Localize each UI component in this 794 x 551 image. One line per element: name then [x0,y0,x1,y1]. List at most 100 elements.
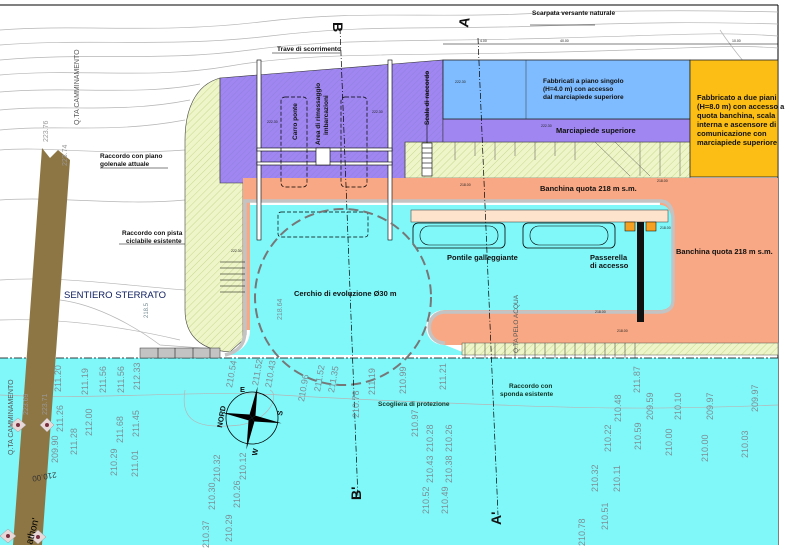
label-qta-camminamento-2: Q.TA CAMMINAMENTO [8,379,15,455]
svg-text:211.68: 211.68 [115,416,125,443]
svg-text:211.56: 211.56 [98,366,108,393]
label-carro-ponte: Carro ponte [292,103,299,140]
svg-text:210.28: 210.28 [425,424,435,452]
elev-pelo-acqua: 218.64 [277,298,284,320]
label-passerella: Passerella [590,253,628,262]
section-line-b [339,27,359,501]
svg-text:218.00: 218.00 [617,329,628,333]
label-scarpata: Scarpata versante naturale [532,10,615,17]
svg-text:210.96: 210.96 [296,373,311,402]
svg-text:210.26: 210.26 [444,424,454,452]
svg-text:210.12: 210.12 [238,452,248,480]
svg-text:211.45: 211.45 [131,410,141,437]
svg-text:218.00: 218.00 [595,310,606,314]
svg-text:quota banchina, scala: quota banchina, scala [697,111,776,120]
svg-text:209.97: 209.97 [705,392,715,420]
label-area-rimessaggio: Area di rimessaggio [315,83,322,145]
dim-label: 10.00 [732,39,741,43]
label-raccordo-golenale-2: golenale attuale [100,161,150,168]
svg-text:209.97: 209.97 [750,384,760,412]
svg-text:210.32: 210.32 [212,454,222,482]
terrain-contours [0,10,779,351]
label-scogliera: Scogliera di protezione [378,401,450,408]
svg-text:211.52: 211.52 [312,364,327,392]
svg-text:210.49: 210.49 [440,486,450,514]
river-water [0,358,778,545]
elev-label: 223.69 [23,393,30,415]
svg-text:210.11: 210.11 [612,465,622,492]
compass-w: W [250,447,260,456]
svg-text:210.22: 210.22 [603,424,613,452]
svg-text:212.33: 212.33 [132,362,142,390]
svg-text:210.38: 210.38 [444,455,454,483]
label-raccordo-ciclabile-2: ciclabile esistente [126,238,182,245]
svg-text:210.26: 210.26 [232,480,242,508]
compass-s: S [275,410,285,417]
quay-edge [243,199,675,345]
section-b-top: B [330,22,346,32]
label-raccordo-golenale: Raccordo con piano [100,153,163,160]
svg-text:218.00: 218.00 [660,226,671,230]
compass-e: E [240,385,245,394]
label-banchina-top: Banchina quota 218 m s.m. [540,184,637,193]
elev-sentiero: 218.5 [144,302,150,318]
north-label: NORD [215,404,228,428]
svg-text:209.90: 209.90 [50,435,60,463]
svg-text:210.10: 210.10 [673,392,683,420]
svg-text:222.30: 222.30 [541,124,552,128]
pontile-galleggiante [410,209,669,249]
quay-edge-corner [224,329,247,357]
label-marciapiede: Marciapiede superiore [556,126,636,135]
section-a-bottom: A' [488,512,504,525]
svg-text:210.97: 210.97 [410,409,420,437]
depth-soundings: 211.20 211.19 211.56 211.56 212.33 211.2… [50,358,760,548]
passerella [624,221,657,322]
trave-di-scorrimento [256,59,393,241]
svg-text:210.99: 210.99 [398,366,408,394]
svg-text:comunicazione con: comunicazione con [697,129,767,138]
spot-heights: 222.30 222.30 222.30 222.30 218.00 218.0… [231,80,671,333]
svg-text:(H=8.0 m) con accesso a: (H=8.0 m) con accesso a [697,102,785,111]
svg-text:210.03: 210.03 [740,430,750,458]
svg-text:211.28: 211.28 [69,428,79,455]
svg-text:218.00: 218.00 [657,179,668,183]
raccordo-sponda-area [461,342,779,356]
slope-upper [404,141,691,179]
svg-text:222.30: 222.30 [267,120,278,124]
stair-raccordo [421,72,433,177]
svg-text:209.59: 209.59 [645,392,655,420]
label-fabbricati-2: (H=4.0 m) con accesso [543,86,613,93]
label-banchina-right: Banchina quota 218 m s.m. [676,247,773,256]
svg-text:210.32: 210.32 [590,464,600,492]
access-steps [139,347,221,359]
label-qta-camminamento: Q.TA CAMMINAMENTO [74,49,81,125]
svg-text:210.59: 210.59 [633,422,643,450]
label-fabbricati: Fabbricati a piano singolo [543,78,624,85]
label-scala: Scala di raccordo [424,71,431,125]
turning-circle [254,208,432,386]
svg-text:210.52: 210.52 [421,486,431,514]
elev-label: 223.71 [42,393,49,415]
left-stairs [220,261,245,293]
svg-text:211.35: 211.35 [326,365,341,393]
svg-text:222.30: 222.30 [372,110,383,114]
svg-text:210.78: 210.78 [351,390,361,418]
svg-text:211.20: 211.20 [53,365,63,392]
label-raccordo-sponda-2: sponda esistente [500,391,553,398]
svg-text:211.19: 211.19 [367,368,377,395]
label-pontile: Pontile galleggiante [447,253,518,262]
svg-text:212.00: 212.00 [84,408,94,436]
svg-text:211.01: 211.01 [130,450,140,477]
svg-text:210.43: 210.43 [263,359,278,388]
building-single-storey [442,59,691,120]
svg-text:210.00: 210.00 [664,428,674,456]
label-raccordo-sponda: Raccordo con [509,383,552,390]
section-b-bottom: B' [348,487,364,500]
svg-text:210.43: 210.43 [425,455,435,483]
svg-text:Fabbricato a due piani: Fabbricato a due piani [697,93,777,102]
label-area-rimessaggio-2: imbarcazioni [323,95,330,135]
dim-label: 4.00 [480,39,487,43]
svg-text:marciapiede superiore: marciapiede superiore [697,138,777,147]
svg-text:218.00: 218.00 [460,183,471,187]
